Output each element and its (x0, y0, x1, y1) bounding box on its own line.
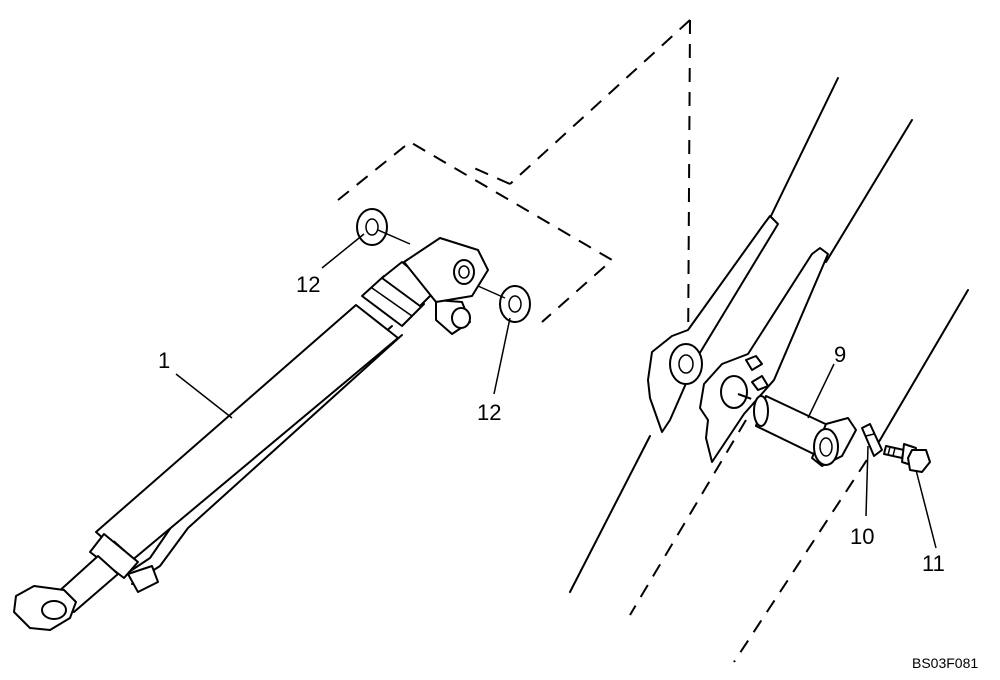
callout-bolt: 11 (922, 551, 945, 576)
leader-lines (175, 233, 937, 549)
drawing-code: BS03F081 (912, 655, 978, 671)
lock-plate (861, 423, 883, 457)
assembly-guide-lines (337, 19, 691, 363)
thrust-washer-lower (477, 285, 531, 323)
callout-lock-plate: 10 (850, 524, 874, 549)
callout-washer-upper: 12 (296, 272, 320, 297)
callout-pin: 9 (834, 342, 846, 367)
callout-washer-lower: 12 (477, 400, 501, 425)
pivot-pin (737, 393, 857, 467)
arm-bracket-right (699, 247, 829, 463)
retaining-bolt (883, 443, 931, 473)
thrust-washer-upper (356, 208, 411, 246)
arm-outline (569, 77, 969, 663)
hydraulic-cylinder (13, 237, 489, 631)
callout-cylinder: 1 (158, 348, 170, 373)
arm-bracket-left (647, 215, 779, 433)
